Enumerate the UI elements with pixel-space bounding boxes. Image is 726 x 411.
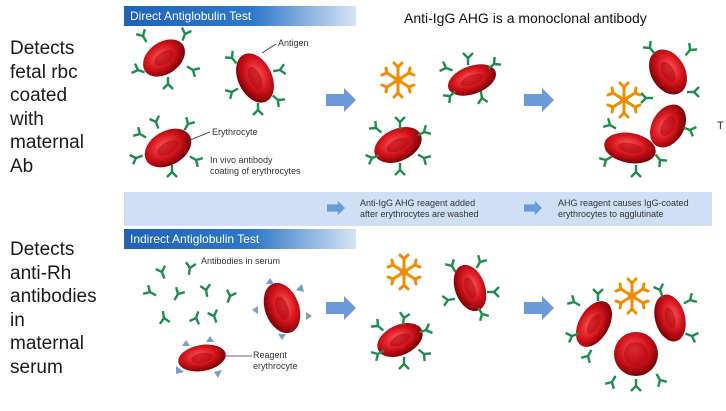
erythrocyte xyxy=(649,49,687,95)
clipped-text: T xyxy=(717,120,724,132)
reagent-line: Reagent xyxy=(253,350,288,360)
ahg-icon xyxy=(386,253,422,291)
erythrocyte xyxy=(377,323,423,357)
side-text-direct: Detects fetal rbc coated with maternal A… xyxy=(10,37,84,178)
side-line: maternal xyxy=(10,132,84,153)
erythrocyte xyxy=(144,128,192,168)
erythrocyte xyxy=(453,264,487,312)
arrow-icon xyxy=(524,200,542,216)
reagent-line: erythrocyte xyxy=(253,361,298,371)
erythrocyte xyxy=(143,39,185,77)
in-vivo-line: In vivo antibody xyxy=(210,155,273,165)
side-line: Detects xyxy=(10,38,75,59)
side-line: serum xyxy=(10,356,63,378)
reagent-label: Reagent erythrocyte xyxy=(253,350,298,372)
serum-antibodies xyxy=(141,261,238,326)
diagram-title: Anti-IgG AHG is a monoclonal antibody xyxy=(404,10,647,26)
side-line: fetal rbc xyxy=(10,61,78,83)
side-line: coated xyxy=(10,85,68,106)
step1-line: after erythrocytes are washed xyxy=(360,209,479,219)
side-line: in xyxy=(10,309,25,331)
step1-text: Anti-IgG AHG reagent added after erythro… xyxy=(360,198,479,220)
arrow-icon xyxy=(326,88,356,112)
side-line: Ab xyxy=(10,155,34,177)
side-line: antibodies xyxy=(10,286,97,307)
erythrocyte-label: Erythrocyte xyxy=(212,127,258,137)
step1-line: Anti-IgG AHG reagent added xyxy=(360,198,476,208)
erythrocyte xyxy=(263,282,301,334)
side-line: with xyxy=(10,108,44,130)
in-vivo-line: coating of erythrocytes xyxy=(210,166,301,176)
arrow-icon xyxy=(524,88,554,112)
erythrocyte xyxy=(448,64,496,96)
erythrocyte xyxy=(654,294,686,342)
indirect-test-header: Indirect Antiglobulin Test xyxy=(124,229,356,249)
side-line: Detects xyxy=(10,239,75,260)
ahg-icon xyxy=(614,277,650,315)
reagent-erythrocyte xyxy=(178,344,226,372)
erythrocyte xyxy=(649,104,687,148)
antibodies-label: Antibodies in serum xyxy=(201,256,281,266)
erythrocyte xyxy=(614,332,658,376)
side-text-indirect: Detects anti-Rh antibodies in maternal s… xyxy=(10,238,97,379)
arrow-icon xyxy=(326,296,356,320)
erythrocyte xyxy=(575,301,613,347)
antigen-label: Antigen xyxy=(278,38,309,48)
erythrocyte xyxy=(374,127,422,163)
step2-line: erythrocytes to agglutinate xyxy=(558,209,664,219)
arrow-icon xyxy=(327,200,345,216)
arrow-icon xyxy=(524,296,554,320)
direct-test-header: Direct Antiglobulin Test xyxy=(124,6,356,26)
side-line: anti-Rh xyxy=(10,262,72,284)
step2-line: AHG reagent causes IgG-coated xyxy=(558,198,689,208)
step-band xyxy=(124,192,712,226)
erythrocyte xyxy=(236,53,274,103)
ahg-icon xyxy=(380,61,416,99)
step2-text: AHG reagent causes IgG-coated erythrocyt… xyxy=(558,198,689,220)
erythrocyte xyxy=(604,132,656,164)
in-vivo-label: In vivo antibody coating of erythrocytes xyxy=(210,155,301,177)
side-line: maternal xyxy=(10,333,84,354)
ahg-icon xyxy=(606,81,642,119)
